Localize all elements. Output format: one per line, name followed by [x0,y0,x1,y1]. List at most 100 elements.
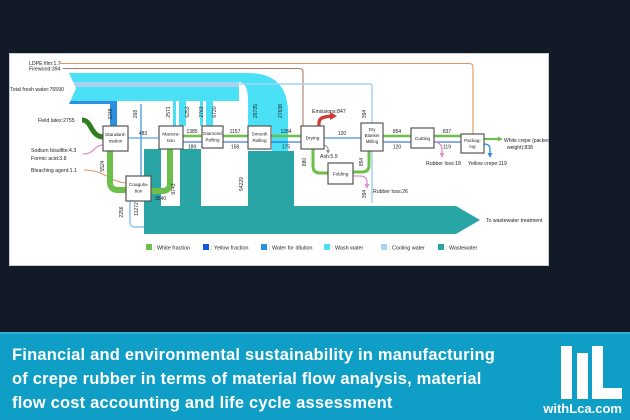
label-white-crepe-2: weight):838 [507,145,533,151]
yellow-crepe-flow [483,143,491,153]
cooling-water-band [69,82,239,87]
flow-label-880: 880 [302,158,308,167]
label-emissions: Emissions:847 [312,109,346,115]
flow-label-1284: 1284 [280,129,291,135]
legend-label-yellow-fraction: : Yellow fraction [211,246,248,252]
legend: : White fraction : Yellow fraction : Wat… [146,244,477,252]
flow-label-11272: 11272 [134,202,140,216]
process-box-maceration: Macera- tion [158,125,184,150]
label-bleaching-agent: Bleaching agent:1.1 [31,168,77,174]
legend-label-white-fraction: : White fraction [154,246,190,252]
flow-label-158: 158 [231,145,240,151]
label-wastewater: To wastewater treatment [486,218,543,224]
flow-label-6720: 6720 [212,106,218,117]
process-box-diamond-rolling: Diamond Rolling [201,125,224,149]
emissions-arrowhead [330,112,337,120]
flow-label-2763: 2763 [199,106,205,117]
wastewater-river [144,206,456,234]
flow-label-268: 268 [133,110,139,119]
legend-label-wastewater: : Wastewater [446,246,477,252]
process-box-standardization: Standard- ization [102,125,129,152]
flow-880 [311,149,328,175]
flow-label-6253: 6253 [185,106,191,117]
withlca-logo: withLca.com [543,346,622,416]
process-box-drying: Drying [300,125,325,150]
flow-label-54229: 54229 [239,177,245,191]
cooling-2256-line [129,201,144,228]
label-rubber-loss-26: Rubber loss:26 [373,189,408,195]
flow-label-119: 119 [443,145,451,151]
box-label: tion [167,138,175,144]
flow-label-120-dbm: 120 [393,145,402,151]
ash-arrowhead [326,150,330,154]
field-latex-flow [81,117,104,140]
wash-water-elbow-smooth-rolling [239,73,288,153]
logo-bar-1 [561,346,572,399]
caption-line-1: Financial and environmental sustainabili… [12,346,496,364]
box-label: Milling [366,139,379,144]
logo-l-vertical [592,346,603,388]
label-ash: Ash:5.9 [320,154,338,160]
flow-label-837: 837 [443,129,452,135]
white-crepe-arrowhead [498,136,503,142]
process-box-coagulation: Coagula- tion [125,175,152,202]
sodium-formic-flow [82,144,104,155]
caption-line-3: flow cost accounting and life cycle asse… [12,394,393,412]
flow-label-120-drying: 120 [338,131,347,137]
wash-water-band-bottom [69,87,239,101]
wash-drop-maceration-b [179,101,186,126]
box-label: Smooth [252,132,268,137]
sankey-diagram: Standard- ization Macera- tion Diamond R… [10,61,550,252]
cooling-water-394-line [239,83,373,203]
flow-label-9743: 9743 [171,183,177,194]
logo-bar-2 [577,353,588,399]
flow-label-27638: 27638 [278,104,284,118]
process-box-smooth-rolling: Smooth Rolling [247,125,272,150]
flow-3540 [151,149,173,194]
box-label: ing [469,144,476,149]
box-label: Drying [306,136,320,142]
flow-label-5524: 5524 [100,160,106,171]
flow-label-1157: 1157 [230,129,241,135]
flow-5524 [107,151,126,193]
legend-swatch-white-fraction [146,244,152,250]
box-label: Standard- [105,132,126,138]
box-label: Coagula- [129,182,149,188]
rubber-loss-18-arrowhead [439,153,445,158]
ldpe-film-flow [60,62,474,134]
label-firewood: Firewood:394 [29,67,61,73]
box-label: tion [135,189,143,195]
wastewater-arrow-tip [456,206,480,234]
band-tail-notch [69,73,76,104]
box-label: Folding [333,172,349,178]
logo-l-foot [592,388,622,399]
ash-flow [323,144,329,150]
legend-swatch-wash-water [324,244,330,250]
label-fresh-water: Total fresh water:76590 [10,87,64,93]
flow-label-3248: 3248 [108,108,114,119]
flow-label-2256: 2256 [119,206,125,217]
dilution-water-band [69,101,117,104]
dilution-drop-standardization [110,104,117,126]
logo-bars-icon [561,346,622,399]
process-box-dry-blanket-milling: Dry Blanket Milling [360,122,384,152]
flow-label-394-bottom: 394 [362,190,368,199]
process-box-cutting: Cutting [410,127,435,149]
legend-label-water-dilution: : Water for dilution [269,246,313,252]
box-label: Packag- [464,138,481,143]
box-label: Cutting [415,136,431,142]
label-sodium-bisulfite: Sodium bisulfite:4.3 [31,148,76,154]
box-label: Rolling [205,138,219,143]
caption-line-2: of crepe rubber in terms of material flo… [12,370,482,388]
flow-label-854-folding: 854 [359,158,365,167]
caption-text: Financial and environmental sustainabili… [12,343,495,415]
yellow-crepe-arrowhead [487,153,493,158]
flow-label-483: 483 [139,131,148,137]
flow-label-854: 854 [393,129,402,135]
legend-label-wash-water: : Wash water [332,246,363,252]
label-white-crepe-1: White crepe (packed [504,138,550,144]
legend-swatch-yellow-fraction [203,244,209,250]
logo-l-shape [592,346,622,399]
flow-label-394-top: 394 [362,110,368,119]
process-box-folding: Folding [327,162,354,185]
